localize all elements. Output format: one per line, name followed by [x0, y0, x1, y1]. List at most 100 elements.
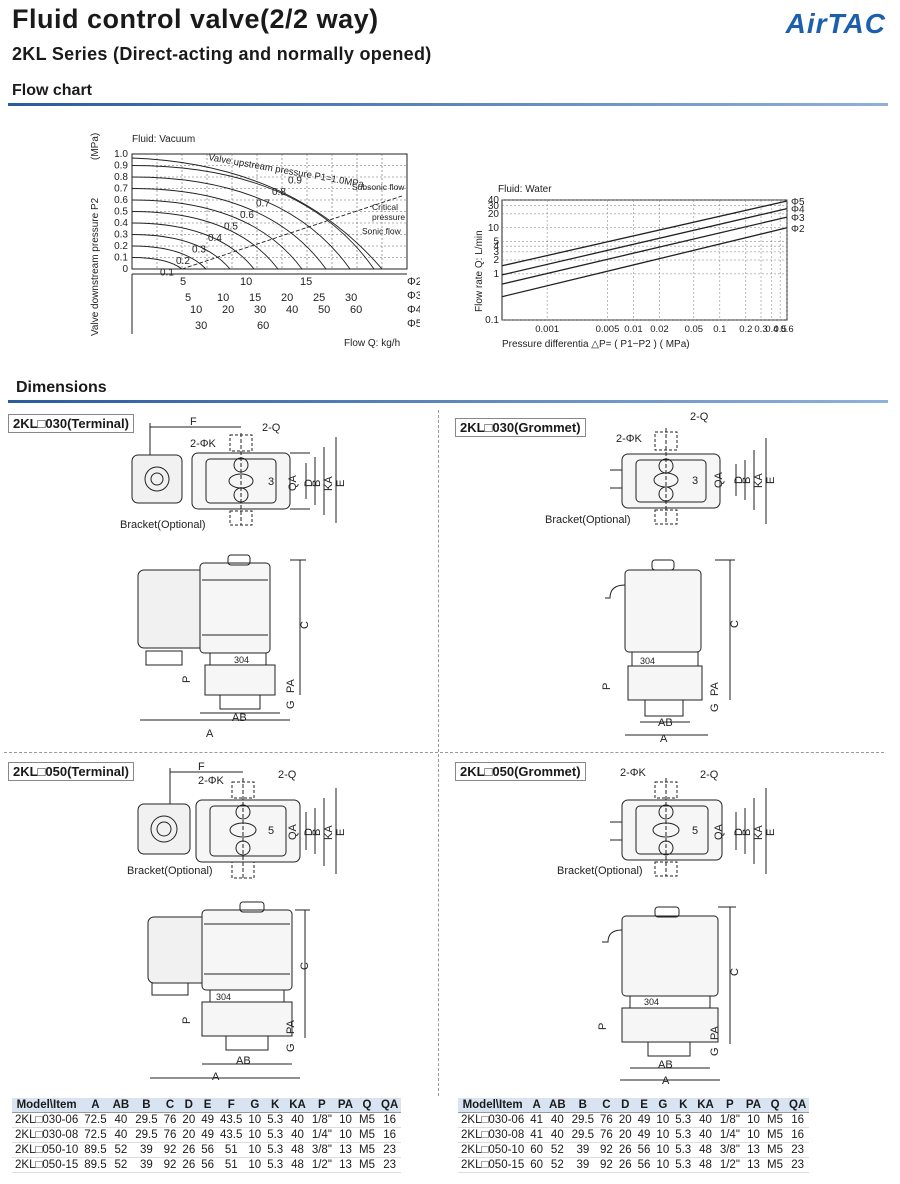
dim-k: 2-ΦK: [620, 767, 647, 779]
drawing-grommet-050: 2-ΦK 2-Q 5 QA D B KA E Bracket(Optional)…: [557, 767, 777, 1087]
vacuum-y-tick: 0.8: [114, 172, 128, 183]
dim-g: G: [285, 1043, 297, 1052]
section-divider: [8, 400, 888, 403]
table-cell: 29.5: [568, 1112, 598, 1128]
vacuum-y-tick: 0.7: [114, 184, 128, 195]
vacuum-y-tick: 0.1: [114, 253, 128, 264]
table-cell: 49: [634, 1127, 654, 1143]
vacuum-row-tick: 20: [222, 304, 234, 316]
vacuum-row-tick: 60: [257, 320, 269, 332]
table-cell: 92: [597, 1142, 616, 1158]
vacuum-row-tick: 5: [180, 276, 186, 288]
water-x-tick: 0.001: [535, 324, 559, 335]
table-header-cell: QA: [378, 1098, 402, 1113]
vacuum-curve-label: 0.6: [240, 210, 254, 221]
table-cell: 2KL□050-10: [12, 1142, 82, 1158]
table-cell: 40: [694, 1112, 717, 1128]
table-header-cell: PA: [742, 1098, 765, 1113]
dim-p: P: [181, 676, 193, 683]
table-cell: 1/8": [308, 1112, 335, 1128]
plate-label: 304: [644, 997, 659, 1007]
table-cell: 76: [160, 1112, 180, 1128]
water-series-line: [501, 227, 788, 298]
vacuum-curve-label: 0.3: [192, 244, 206, 255]
horizontal-separator: [4, 752, 884, 753]
table-cell: 76: [597, 1127, 616, 1143]
water-x-tick: 0.5: [774, 324, 787, 335]
dim-qa: QA: [713, 471, 725, 488]
table-cell: 2KL□030-08: [458, 1127, 528, 1143]
bracket-label: Bracket(Optional): [127, 865, 213, 877]
table-cell: 13: [334, 1142, 357, 1158]
table-header-cell: AB: [109, 1098, 133, 1113]
bracket-label: Bracket(Optional): [545, 514, 631, 526]
table-cell: 20: [179, 1127, 199, 1143]
water-y-tick: 5: [493, 237, 499, 248]
table-header-cell: Model\Item: [12, 1098, 82, 1113]
vacuum-curve-label: 0.9: [288, 175, 302, 186]
drawing-terminal-030: F 2-ΦK 2-Q 3 QA D B KA E Bracket(Optiona…: [120, 416, 347, 740]
water-y-tick: 1: [493, 269, 499, 280]
table-cell: 41: [527, 1127, 547, 1143]
vacuum-row-tick: 15: [249, 292, 261, 304]
dim-e: E: [335, 829, 347, 836]
water-series-label: Φ4: [791, 205, 805, 216]
table-cell: 89.5: [81, 1157, 110, 1173]
table-cell: 23: [378, 1142, 402, 1158]
dim-a: A: [206, 728, 214, 740]
table-cell: 2KL□030-06: [458, 1112, 528, 1128]
dim-a: A: [660, 733, 668, 745]
vacuum-curve: [131, 222, 255, 270]
table-cell: 1/8": [716, 1112, 743, 1128]
dim-c: C: [299, 962, 311, 970]
vacuum-row-tick: 40: [286, 304, 298, 316]
table-cell: 56: [198, 1157, 218, 1173]
water-y-tick: 3: [493, 247, 499, 258]
dim-pa: PA: [709, 1025, 721, 1040]
table-cell: 26: [179, 1157, 199, 1173]
vacuum-row-tick: 30: [345, 292, 357, 304]
vacuum-flow-chart: Fluid: Vacuum Valve downstream pressure …: [90, 133, 420, 349]
table-cell: 76: [597, 1112, 616, 1128]
table-header-cell: PA: [334, 1098, 357, 1113]
vacuum-y-tick: 0.4: [114, 218, 128, 229]
table-cell: 48: [694, 1157, 717, 1173]
dim-g: G: [709, 703, 721, 712]
water-x-tick: 0.1: [713, 324, 726, 335]
table-header-cell: K: [264, 1098, 287, 1113]
table-cell: 60: [527, 1142, 547, 1158]
water-flow-chart: Fluid: Water Flow rate Q: L/min 40302010…: [474, 184, 805, 350]
dim-e: E: [335, 480, 347, 487]
table-cell: 26: [615, 1157, 635, 1173]
dim-q: 2-Q: [690, 411, 709, 423]
water-y-tick: 10: [488, 223, 500, 234]
table-cell: 16: [786, 1112, 810, 1128]
water-x-label: Pressure differentia △P= ( P1−P2 ) ( MPa…: [502, 339, 690, 350]
vacuum-curve: [131, 234, 231, 270]
water-y-tick: 40: [488, 195, 500, 206]
dim-c: C: [729, 968, 741, 976]
vacuum-curve-label: 0.1: [160, 267, 174, 278]
dim-ab: AB: [658, 717, 673, 729]
table-header-cell: F: [217, 1098, 246, 1113]
dim-pa: PA: [285, 678, 297, 693]
table-cell: M5: [356, 1142, 379, 1158]
table-cell: 40: [286, 1112, 309, 1128]
table-cell: 39: [132, 1157, 161, 1173]
table-cell: 1/4": [308, 1127, 335, 1143]
table-cell: 48: [286, 1157, 309, 1173]
table-cell: 40: [109, 1112, 133, 1128]
table-cell: 39: [132, 1142, 161, 1158]
table-cell: 5.3: [672, 1127, 695, 1143]
table-cell: 2KL□050-15: [458, 1157, 528, 1173]
vacuum-row-tick: 10: [217, 292, 229, 304]
table-cell: 2KL□050-10: [458, 1142, 528, 1158]
dim-p: P: [181, 1017, 193, 1024]
water-x-tick: 0.3: [754, 324, 767, 335]
dim-qa: QA: [713, 823, 725, 840]
table-cell: 40: [286, 1127, 309, 1143]
